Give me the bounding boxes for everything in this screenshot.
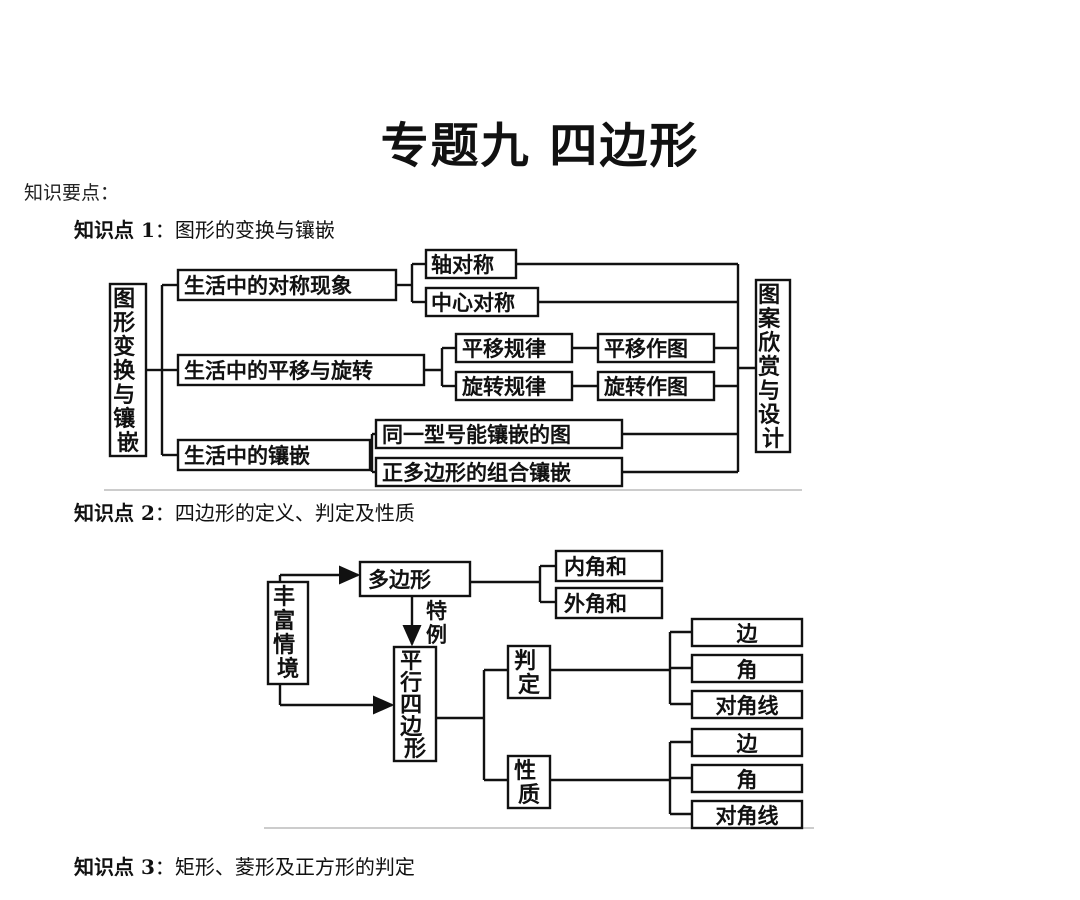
node-axis-symmetry-label: 轴对称 — [431, 253, 494, 277]
node-translation-rotation-label: 生活中的平移与旋转 — [184, 359, 373, 383]
special-case-label-1: 特 — [426, 599, 447, 623]
node-axis-symmetry — [424, 248, 518, 280]
node-root-label: 图 形 变 换 与 镶 嵌 — [113, 287, 143, 456]
knowledge-point-3: 知识点 3：矩形、菱形及正方形的判定 — [74, 851, 415, 880]
kp1-sep: ： — [154, 218, 175, 242]
node-rotation-rule-label: 旋转规律 — [461, 375, 546, 399]
node-property-diagonal — [690, 799, 804, 830]
node-interior-label: 内角和 — [564, 555, 627, 579]
node-property-label: 性 质 — [514, 759, 544, 808]
page-title: 专题九 四边形 — [380, 118, 700, 174]
node-translation-rotation — [176, 353, 426, 387]
node-property — [506, 754, 552, 810]
node-parallelogram — [392, 645, 438, 763]
node-property-diagonal-label: 对角线 — [716, 804, 779, 828]
node-rotation-draw — [596, 370, 716, 402]
knowledge-point-1: 知识点 1：图形的变换与镶嵌 — [74, 214, 335, 243]
node-judgement-diagonal-label: 对角线 — [716, 694, 779, 718]
kp2-sep: ： — [154, 501, 175, 525]
node-design-label: 图 案 欣 赏 与 设 计 — [757, 283, 788, 452]
node-context-label: 丰 富 情 境 — [273, 585, 303, 682]
node-polygon-label: 多边形 — [368, 568, 431, 592]
kp1-prefix: 知识点 1 — [74, 218, 155, 242]
node-tessellation — [176, 438, 372, 472]
node-exterior-angle-sum — [554, 586, 664, 620]
node-property-angle — [690, 763, 804, 794]
node-regular-polygon-label: 正多边形的组合镶嵌 — [382, 461, 571, 485]
node-judgement-label: 判 定 — [514, 649, 544, 698]
node-judgement — [506, 644, 552, 700]
node-root — [108, 282, 148, 458]
diagram-transform-tessellation: 图 形 变 换 与 镶 嵌 生活中的对称现象 轴对称 中心对称 生活中的平移与旋… — [104, 248, 802, 491]
kp2-text: 四边形的定义、判定及性质 — [174, 501, 415, 525]
kp1-text: 图形的变换与镶嵌 — [174, 218, 335, 242]
node-property-side-label: 边 — [737, 732, 759, 756]
node-property-angle-label: 角 — [737, 768, 758, 792]
node-center-symmetry-label: 中心对称 — [431, 291, 515, 315]
node-same-shape-tessellation — [374, 418, 624, 450]
kp2-prefix: 知识点 2 — [74, 501, 155, 525]
node-center-symmetry — [424, 286, 540, 318]
node-judgement-angle — [690, 653, 804, 684]
kp3-text: 矩形、菱形及正方形的判定 — [174, 855, 415, 879]
node-judgement-side — [690, 617, 804, 648]
node-tessellation-label: 生活中的镶嵌 — [184, 444, 310, 468]
node-judgement-side-label: 边 — [737, 622, 759, 646]
node-judgement-diagonal — [690, 689, 804, 720]
node-context — [266, 580, 310, 686]
node-translation-draw — [596, 332, 716, 364]
node-judgement-angle-label: 角 — [737, 658, 758, 682]
node-symmetry — [176, 268, 398, 302]
node-interior-angle-sum — [554, 549, 664, 583]
kp3-sep: ： — [154, 855, 175, 879]
node-polygon — [358, 560, 472, 598]
section-label: 知识要点： — [24, 182, 120, 204]
node-rotation-draw-label: 旋转作图 — [603, 375, 688, 399]
node-design — [754, 278, 792, 454]
node-same-shape-label: 同一型号能镶嵌的图 — [382, 423, 571, 447]
knowledge-point-2: 知识点 2：四边形的定义、判定及性质 — [74, 497, 415, 526]
node-parallelogram-label: 平 行 四 边 形 — [399, 649, 430, 762]
node-translation-draw-label: 平移作图 — [604, 337, 688, 361]
node-symmetry-label: 生活中的对称现象 — [184, 274, 352, 298]
diagram-quadrilateral: 丰 富 情 境 多边形 内角和 外角和 特 例 平 行 四 边 形 — [264, 549, 814, 830]
node-translation-rule-label: 平移规律 — [462, 337, 546, 361]
kp3-prefix: 知识点 3 — [74, 855, 155, 879]
special-case-label-2: 例 — [426, 623, 447, 647]
node-property-side — [690, 727, 804, 758]
node-exterior-label: 外角和 — [564, 592, 627, 616]
